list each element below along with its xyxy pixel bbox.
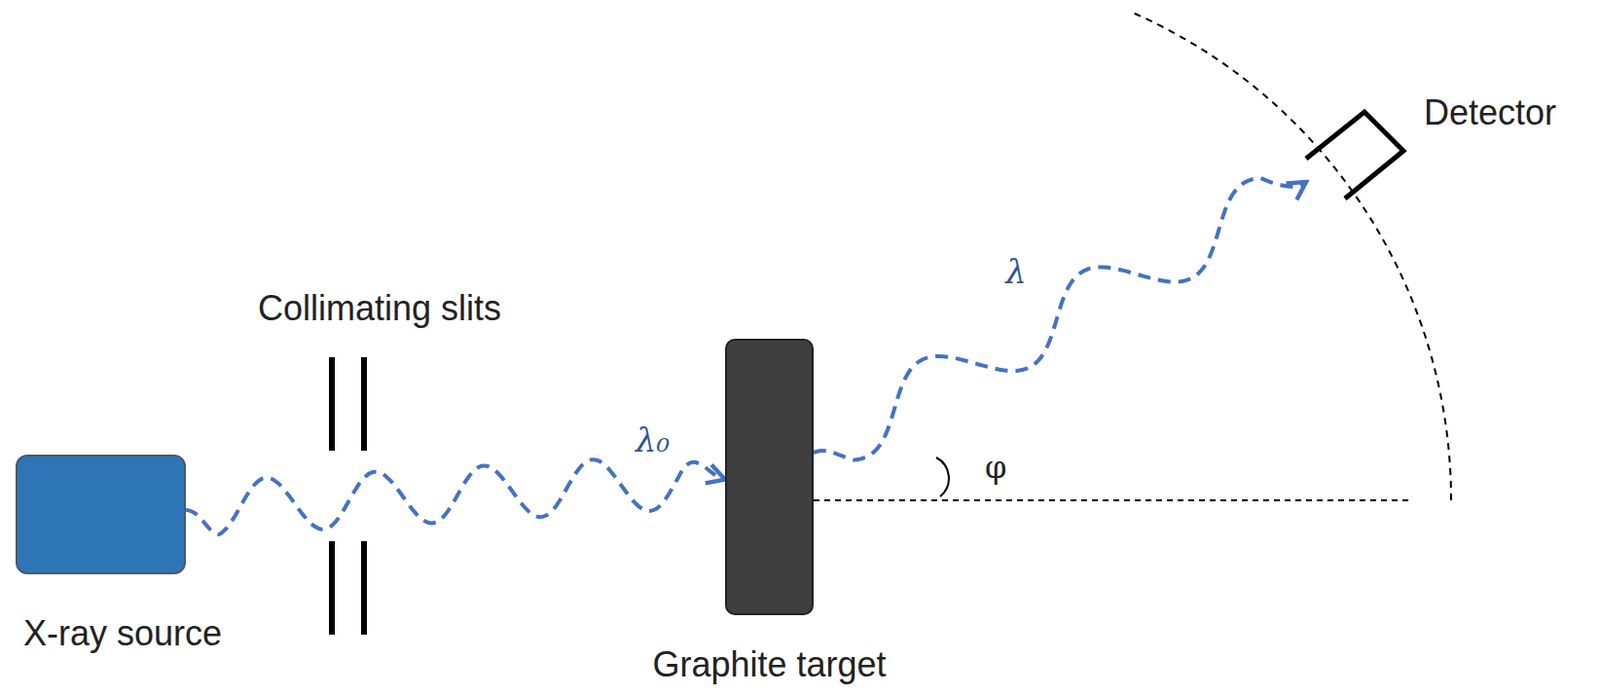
slit-bar	[328, 357, 335, 451]
angle-symbol: φ	[984, 449, 1007, 486]
node-label: Detector	[1423, 92, 1557, 133]
photon-wave	[813, 178, 1307, 461]
slit-bar	[361, 357, 367, 451]
angle-arc	[936, 457, 949, 497]
wavelength-label: λ	[1005, 254, 1027, 291]
slit-bar	[328, 541, 335, 635]
slits-label: Collimating slits	[257, 288, 502, 328]
wavelength-label: λ₀	[635, 422, 670, 459]
detector-track	[1132, 12, 1452, 501]
graphite-target: Graphite target	[725, 338, 814, 616]
detector-bracket	[1306, 111, 1404, 199]
detector-symbol	[1306, 111, 1404, 199]
x-ray-source: X-ray source	[15, 454, 186, 575]
reference-axis	[813, 499, 1412, 502]
detector: Detector	[1306, 111, 1404, 199]
node-label: X-ray source	[23, 613, 222, 654]
node-label: Graphite target	[652, 644, 886, 685]
collimating-slits	[331, 357, 364, 635]
photon-wave	[185, 459, 726, 535]
slit-bar	[361, 541, 367, 635]
